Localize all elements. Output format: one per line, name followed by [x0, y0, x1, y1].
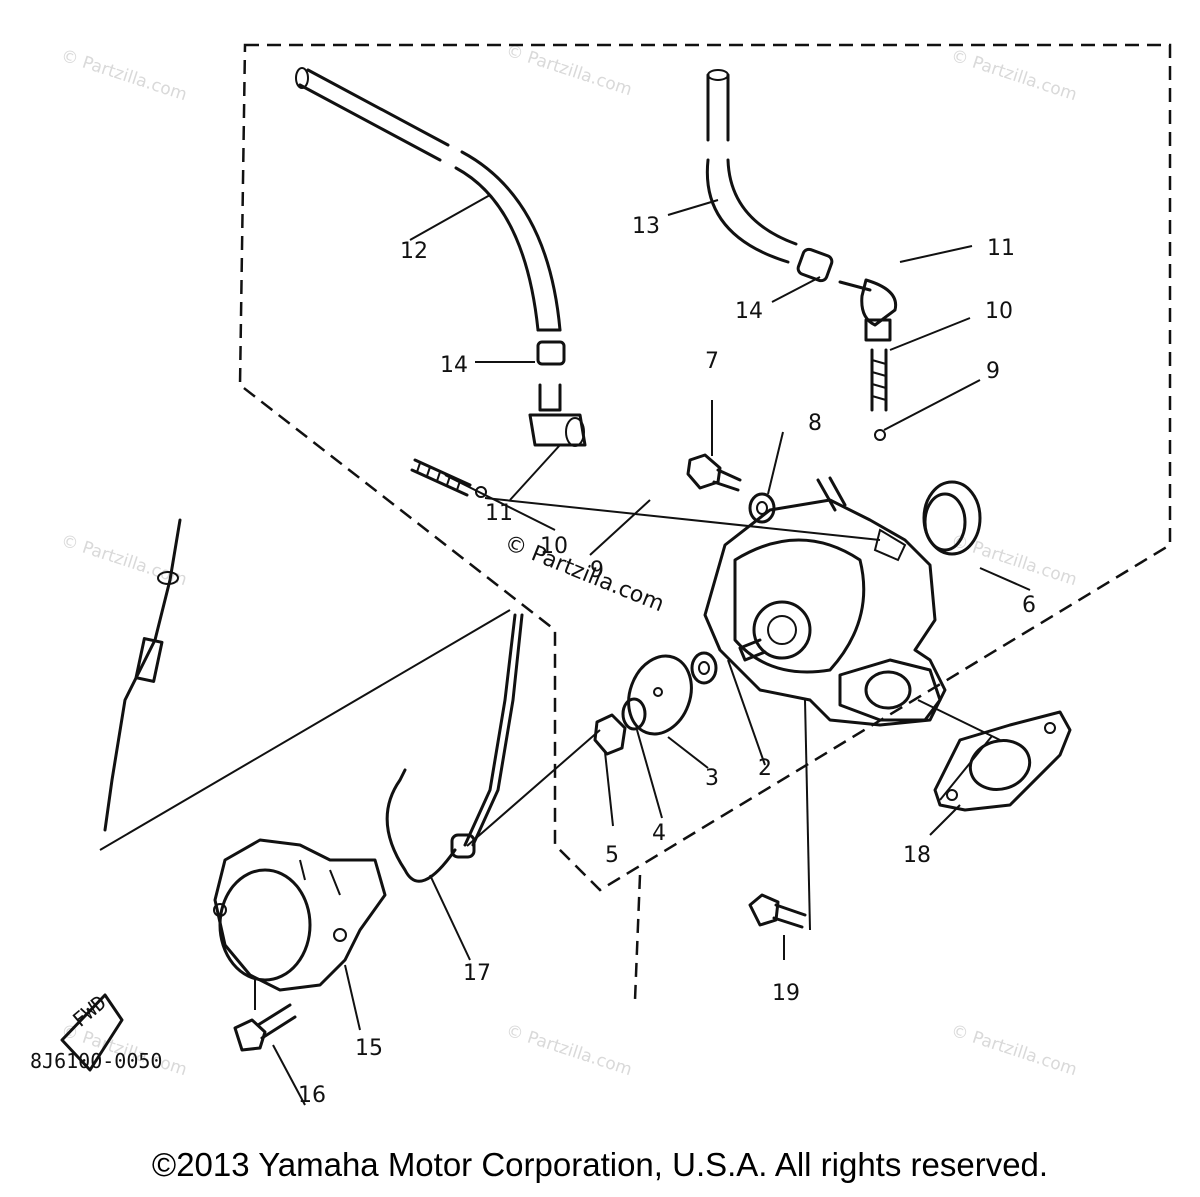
watermark: © Partzilla.com	[503, 41, 634, 101]
callout-5: 5	[605, 843, 619, 868]
hose-12	[295, 67, 562, 332]
plate-3	[627, 654, 693, 736]
callout-11-left: 11	[485, 501, 513, 526]
callout-6: 6	[1022, 593, 1036, 618]
watermark-center: © Partzilla.com	[501, 530, 668, 617]
callout-11-right: 11	[987, 236, 1015, 261]
fitting-11	[528, 278, 898, 447]
drawing-code: 8J6100-0050	[30, 1049, 162, 1073]
clamp-14	[536, 247, 834, 366]
callout-19: 19	[772, 981, 800, 1006]
assembly-boundary	[238, 43, 1172, 892]
callout-9-right: 9	[986, 359, 1000, 384]
assembly-boundary-lower	[633, 874, 642, 1001]
callout-10-left: 10	[540, 534, 568, 559]
callout-3: 3	[705, 766, 719, 791]
callout-9-left: 9	[590, 558, 604, 583]
bolt-19	[748, 893, 807, 929]
watermark: © Partzilla.com	[948, 1021, 1079, 1081]
washer-4	[621, 697, 647, 731]
callout-14-right: 14	[735, 299, 763, 324]
bolt-7	[686, 453, 742, 492]
callout-18: 18	[903, 843, 931, 868]
callout-12: 12	[400, 239, 428, 264]
ball-9	[874, 429, 886, 441]
callout-7: 7	[705, 349, 719, 374]
leader-lines	[99, 194, 1031, 1106]
callout-16: 16	[298, 1083, 326, 1108]
watermark: © Partzilla.com	[948, 46, 1079, 106]
bolt-16	[233, 1003, 297, 1052]
callout-labels: 12 13 14 14 11 10 9 7 8 11 10 9 6 2 3 4 …	[298, 214, 1036, 1108]
callout-2: 2	[758, 756, 772, 781]
watermark: © Partzilla.com	[503, 1021, 634, 1081]
oil-pump-body-1	[703, 476, 947, 727]
cable-17	[385, 613, 524, 883]
callout-17: 17	[463, 961, 491, 986]
callout-14: 14	[440, 353, 468, 378]
watermark: © Partzilla.com	[948, 531, 1079, 591]
cable-left	[103, 518, 182, 832]
hose-13	[705, 69, 798, 264]
callout-10-right: 10	[985, 299, 1013, 324]
callout-15: 15	[355, 1036, 383, 1061]
callout-4: 4	[652, 821, 666, 846]
callout-8: 8	[808, 411, 822, 436]
washer-2	[690, 651, 718, 685]
gasket-18	[933, 710, 1072, 812]
nut-5	[593, 713, 627, 756]
callout-13: 13	[632, 214, 660, 239]
seal-6	[922, 480, 982, 556]
watermark: © Partzilla.com	[58, 46, 189, 106]
spring-10	[410, 348, 888, 497]
copyright-footer: ©2013 Yamaha Motor Corporation, U.S.A. A…	[151, 1146, 1049, 1183]
cover-15	[213, 838, 387, 992]
ball-9	[475, 486, 487, 498]
